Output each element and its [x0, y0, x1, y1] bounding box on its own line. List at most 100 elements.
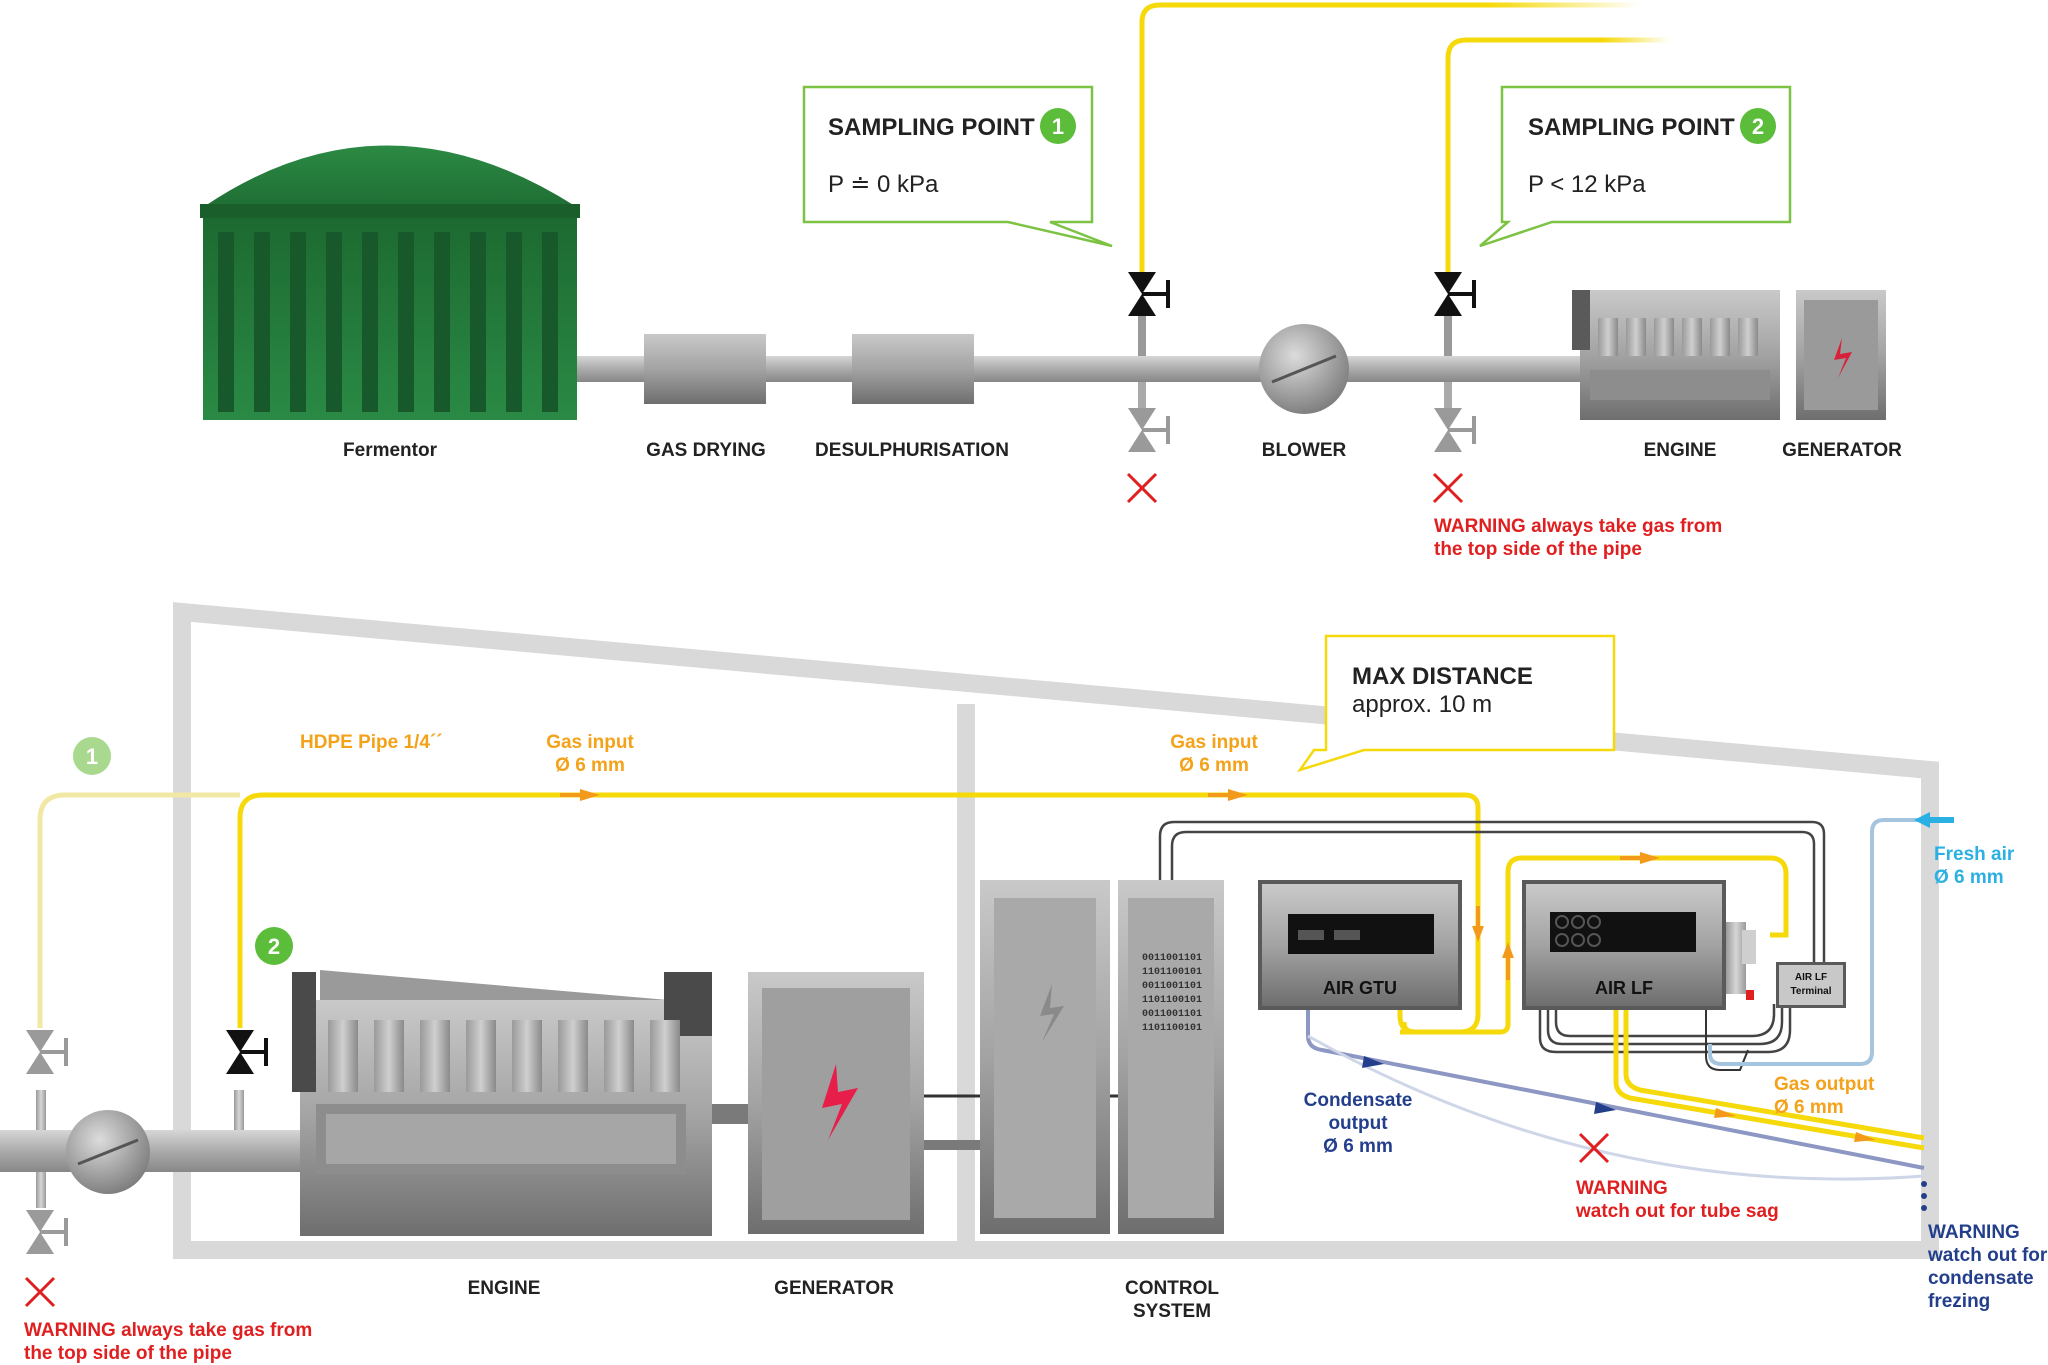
lightning-icon: [822, 1064, 858, 1140]
binary-line: 1101100101: [1142, 995, 1202, 1006]
bottom-installation: 1 2: [0, 602, 2048, 1364]
gas-input-2-line-2: Ø 6 mm: [1179, 755, 1249, 776]
binary-line: 1101100101: [1142, 1023, 1202, 1034]
fresh-air-line: [1708, 818, 1932, 1066]
freezing-warning-line-2: watch out for: [1927, 1245, 2048, 1266]
label-fermentor: Fermentor: [343, 440, 438, 461]
sampling-line-2: [1445, 37, 1670, 290]
bottom-gas-pipe: [0, 1130, 320, 1172]
condensate-drop-icon: [1921, 1181, 1927, 1211]
sampling-point-1-pressure: P ≐ 0 kPa: [828, 171, 939, 198]
badge-1-icon: [1040, 108, 1076, 144]
badge-2-number: 2: [1752, 114, 1764, 139]
desulphurisation-unit: [852, 334, 974, 404]
sampling-line-point-1: [37, 792, 240, 1028]
tube-sag-warning-line-2: watch out for tube sag: [1575, 1201, 1779, 1222]
flow-arrow-icon: [580, 789, 600, 801]
wrong-point-x-icon: [1126, 472, 1158, 504]
max-distance-value: approx. 10 m: [1352, 691, 1492, 718]
label-engine: ENGINE: [1644, 440, 1717, 461]
fermentor-tank: [200, 145, 580, 420]
bottom-warning-line-2: the top side of the pipe: [24, 1343, 232, 1364]
badge-2-icon: [1740, 108, 1776, 144]
air-lf-analyzer: AIR LF: [1522, 880, 1726, 1010]
label-desulphurisation: DESULPHURISATION: [815, 440, 1009, 461]
fresh-air-line-1: Fresh air: [1934, 844, 2015, 865]
fresh-air-arrow-icon: [1914, 812, 1954, 828]
sampling-point-2-callout: SAMPLING POINT 2 P < 12 kPa: [1479, 85, 1792, 248]
binary-line: 1101100101: [1142, 967, 1202, 978]
gas-output-line-2: Ø 6 mm: [1774, 1097, 1844, 1118]
bottom-badge-1-number: 1: [86, 744, 98, 769]
bottom-valve-1: [26, 1030, 68, 1074]
gas-output-line: [1613, 1010, 1925, 1151]
binary-line: 0011001101: [1142, 1009, 1202, 1020]
tube-sag-x-icon: [1578, 1132, 1610, 1164]
fresh-air-line-2: Ø 6 mm: [1934, 867, 2004, 888]
control-system-cabinet-2: 0011001101 1101100101 0011001101 1101100…: [1118, 880, 1224, 1234]
flow-arrow-icon: [1472, 926, 1484, 942]
valve-closed-2: [1434, 408, 1476, 452]
bottom-badge-1-icon: [73, 737, 111, 775]
flow-arrow-icon: [1362, 1056, 1384, 1068]
tube-sag-warning-line-1: WARNING: [1576, 1178, 1668, 1199]
freezing-warning-line-3: condensate: [1928, 1268, 2034, 1289]
sampling-point-1-title: SAMPLING POINT: [828, 114, 1035, 141]
label-control-system-1: CONTROL: [1125, 1278, 1219, 1299]
control-system-cabinet-1: [980, 880, 1110, 1234]
badge-1-number: 1: [1052, 114, 1064, 139]
gas-output-line-1: Gas output: [1774, 1074, 1875, 1095]
gas-input-1-line-1: Gas input: [546, 732, 634, 753]
valve-closed-1: [1128, 408, 1170, 452]
flow-arrow-icon: [1228, 789, 1248, 801]
bottom-badge-2-number: 2: [268, 934, 280, 959]
air-lf-terminal: AIR LF Terminal: [1776, 962, 1846, 1008]
sampling-line-1: [1139, 2, 1640, 290]
binary-line: 0011001101: [1142, 953, 1202, 964]
label-control-system-2: SYSTEM: [1133, 1301, 1211, 1322]
condensate-output-line-1: Condensate: [1304, 1090, 1413, 1111]
wrong-point-x-icon: [24, 1276, 56, 1308]
gas-input-2-line-1: Gas input: [1170, 732, 1258, 753]
condensate-output-line-3: Ø 6 mm: [1323, 1136, 1393, 1157]
bottom-warning-line-1: WARNING always take gas from: [24, 1320, 312, 1341]
sampling-point-2-pressure: P < 12 kPa: [1528, 171, 1646, 198]
top-engine: [1572, 290, 1780, 420]
top-warning-line-2: the top side of the pipe: [1434, 539, 1642, 560]
condensate-output-line-2: output: [1328, 1113, 1388, 1134]
label-bottom-generator: GENERATOR: [774, 1278, 894, 1299]
freezing-warning-line-4: frezing: [1928, 1291, 1990, 1312]
sampling-point-2-title: SAMPLING POINT: [1528, 114, 1735, 141]
sampling-point-1-callout: SAMPLING POINT 1 P ≐ 0 kPa: [802, 85, 1113, 248]
flow-arrow-icon: [1640, 852, 1660, 864]
flow-arrow-icon: [1714, 1108, 1736, 1118]
bottom-valve-2: [226, 1030, 268, 1074]
top-warning-line-1: WARNING always take gas from: [1434, 516, 1722, 537]
blower: [1259, 324, 1349, 414]
freezing-warning-line-1: WARNING: [1928, 1222, 2020, 1243]
gas-filter: [1726, 922, 1756, 1000]
label-gas-drying: GAS DRYING: [646, 440, 766, 461]
gas-drying-unit: [644, 334, 766, 404]
bottom-blower: [66, 1110, 150, 1194]
valve-open-1: [1128, 272, 1170, 316]
hdpe-pipe-label: HDPE Pipe 1/4´´: [300, 732, 443, 753]
air-lf-terminal-label-2: Terminal: [1791, 986, 1832, 997]
bottom-engine: [292, 970, 712, 1236]
max-distance-callout: MAX DISTANCE approx. 10 m: [1296, 634, 1616, 773]
label-bottom-engine: ENGINE: [468, 1278, 541, 1299]
gas-input-1-line-2: Ø 6 mm: [555, 755, 625, 776]
air-lf-terminal-label-1: AIR LF: [1795, 972, 1827, 983]
top-generator: [1796, 290, 1886, 420]
label-generator: GENERATOR: [1782, 440, 1902, 461]
lightning-icon: [1834, 338, 1852, 378]
top-process-line: SAMPLING POINT 1 P ≐ 0 kPa SAMPLING POIN…: [200, 2, 1902, 560]
flow-arrow-icon: [1594, 1102, 1616, 1114]
air-lf-label: AIR LF: [1595, 978, 1653, 998]
wrong-point-x-icon: [1432, 472, 1464, 504]
bottom-generator: [748, 972, 924, 1234]
lightning-icon: [1040, 984, 1064, 1042]
binary-line: 0011001101: [1142, 981, 1202, 992]
air-gtu-analyzer: AIR GTU: [1258, 880, 1462, 1010]
